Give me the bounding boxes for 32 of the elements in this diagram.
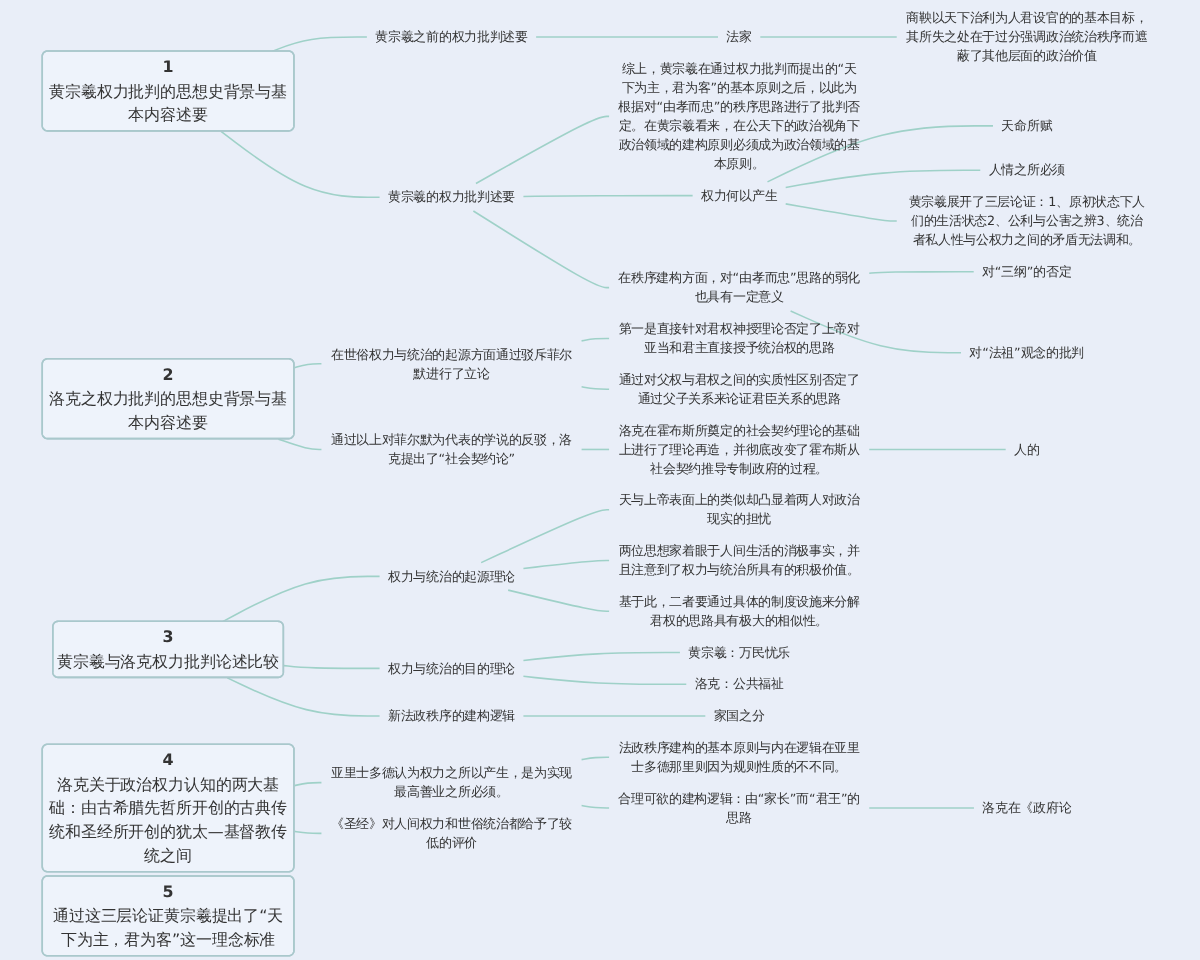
connector	[868, 448, 1007, 451]
connector	[581, 804, 611, 809]
connector	[581, 337, 611, 342]
connector	[523, 194, 694, 198]
connector	[221, 575, 381, 623]
connector	[278, 438, 323, 451]
connector	[581, 756, 611, 761]
connector	[475, 115, 611, 185]
connector	[283, 664, 381, 670]
connector	[220, 130, 381, 199]
connector	[767, 125, 995, 183]
connector	[294, 363, 323, 369]
connector	[523, 675, 688, 686]
connector	[294, 830, 323, 835]
connector	[523, 651, 682, 662]
connector	[581, 385, 611, 390]
connector	[294, 781, 323, 787]
connector	[790, 310, 963, 354]
connector	[523, 715, 707, 717]
connector	[226, 677, 381, 717]
connector	[785, 203, 898, 222]
connector	[581, 448, 611, 451]
connector	[523, 559, 611, 570]
connector	[785, 169, 982, 189]
connector	[507, 589, 611, 613]
connector	[473, 210, 611, 289]
connector	[759, 36, 898, 38]
connector	[535, 36, 720, 38]
connector	[868, 271, 975, 275]
connector	[480, 508, 611, 564]
connector	[868, 807, 976, 809]
connector	[271, 36, 369, 53]
